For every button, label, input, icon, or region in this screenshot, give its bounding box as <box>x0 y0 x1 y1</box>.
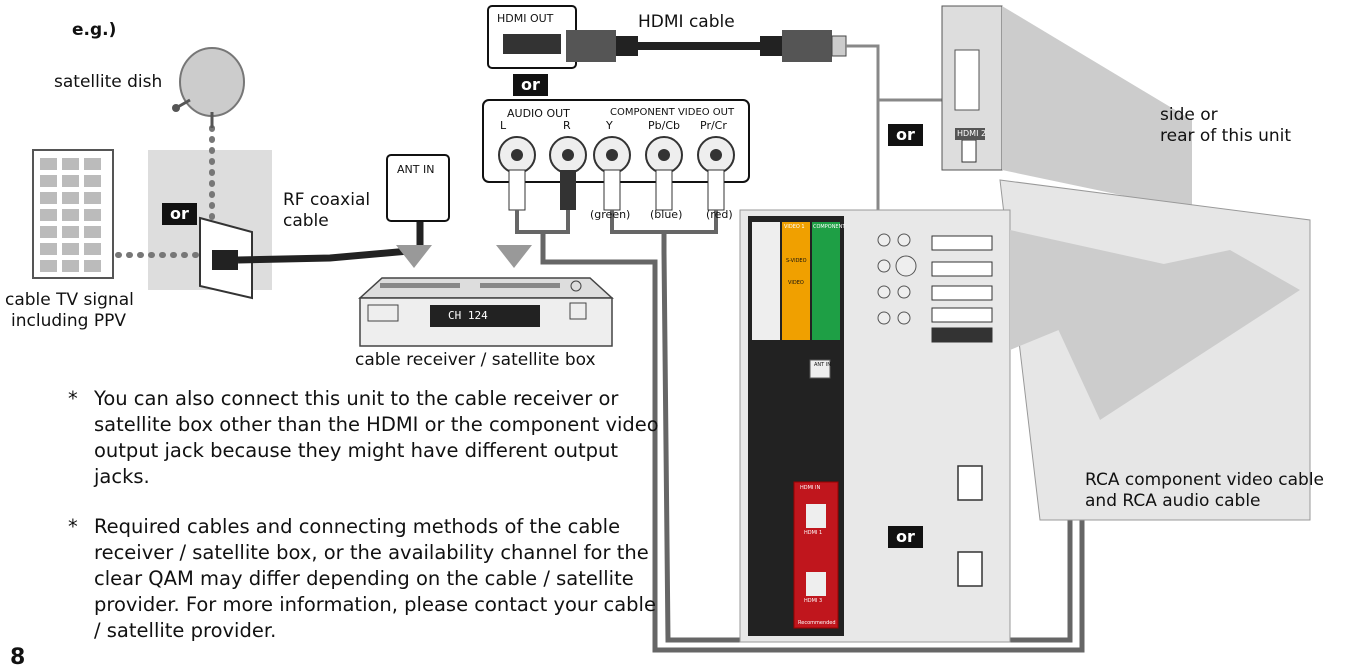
panel-hdmi-in-label: HDMI IN <box>800 485 821 491</box>
jack-l-label: L <box>500 119 507 132</box>
or-badge-4: or <box>888 526 923 548</box>
rf-cable-label-1: RF coaxial <box>283 190 371 210</box>
satellite-dish-icon <box>172 47 245 128</box>
page-number: 8 <box>10 645 26 670</box>
green-label: (green) <box>590 208 631 221</box>
panel-ant-in-label: ANT IN <box>814 362 832 368</box>
rca-jacks <box>498 136 735 174</box>
jack-pr-label: Pr/Cr <box>700 119 727 132</box>
jack-y-label: Y <box>606 119 613 132</box>
note-1-text: You can also connect this unit to the ca… <box>94 387 659 488</box>
side-rear-label-2: rear of this unit <box>1160 126 1292 146</box>
tv-body <box>999 179 1311 521</box>
or-badge-3: or <box>888 124 923 146</box>
building-icon <box>32 149 114 279</box>
note-1: * You can also connect this unit to the … <box>68 386 668 490</box>
or-badge-2: or <box>513 74 548 96</box>
component-video-out-label: COMPONENT VIDEO OUT <box>610 107 735 118</box>
rca-cable-label-1: RCA component video cable <box>1085 470 1325 490</box>
receiver-box <box>358 277 614 347</box>
receiver-display: CH 124 <box>448 309 488 322</box>
rca-cable-label-2: and RCA audio cable <box>1085 491 1261 511</box>
rca-plugs <box>508 169 725 211</box>
panel-hdmi1-label: HDMI 1 <box>804 530 823 536</box>
note-2: * Required cables and connecting methods… <box>68 514 668 644</box>
blue-label: (blue) <box>650 208 683 221</box>
or-badge-1: or <box>162 203 197 225</box>
red-label: (red) <box>706 208 733 221</box>
panel-video1-label: VIDEO 1 <box>784 224 805 230</box>
ant-in-label: ANT IN <box>397 163 435 176</box>
panel-hdmi3-label: HDMI 3 <box>804 598 823 604</box>
cable-tv-label-1: cable TV signal <box>5 290 134 310</box>
jack-pb-label: Pb/Cb <box>648 119 680 132</box>
note-2-text: Required cables and connecting methods o… <box>94 515 656 642</box>
jack-r-label: R <box>563 119 571 132</box>
panel-svideo-label: S-VIDEO <box>786 258 807 264</box>
side-rear-label-1: side or <box>1160 105 1218 125</box>
tv-side-panel <box>941 5 1192 210</box>
hdmi-in-recommended <box>793 481 839 629</box>
rf-cable-label-2: cable <box>283 211 329 231</box>
hdmi2-label: HDMI 2 <box>957 129 987 138</box>
hdmi-cable <box>566 30 847 62</box>
panel-video-label: VIDEO <box>788 280 804 286</box>
hdmi-out-label: HDMI OUT <box>497 12 554 25</box>
ant-in-box <box>386 154 450 222</box>
panel-recommended-label: Recommended <box>798 620 836 626</box>
hdmi-cable-label: HDMI cable <box>638 12 735 32</box>
receiver-label: cable receiver / satellite box <box>355 350 596 370</box>
cable-tv-label-2: including PPV <box>11 311 126 331</box>
panel-component-label: COMPONENT <box>813 224 846 230</box>
example-label: e.g.) <box>72 20 117 40</box>
satellite-dish-label: satellite dish <box>54 72 163 92</box>
audio-out-label: AUDIO OUT <box>507 107 570 120</box>
